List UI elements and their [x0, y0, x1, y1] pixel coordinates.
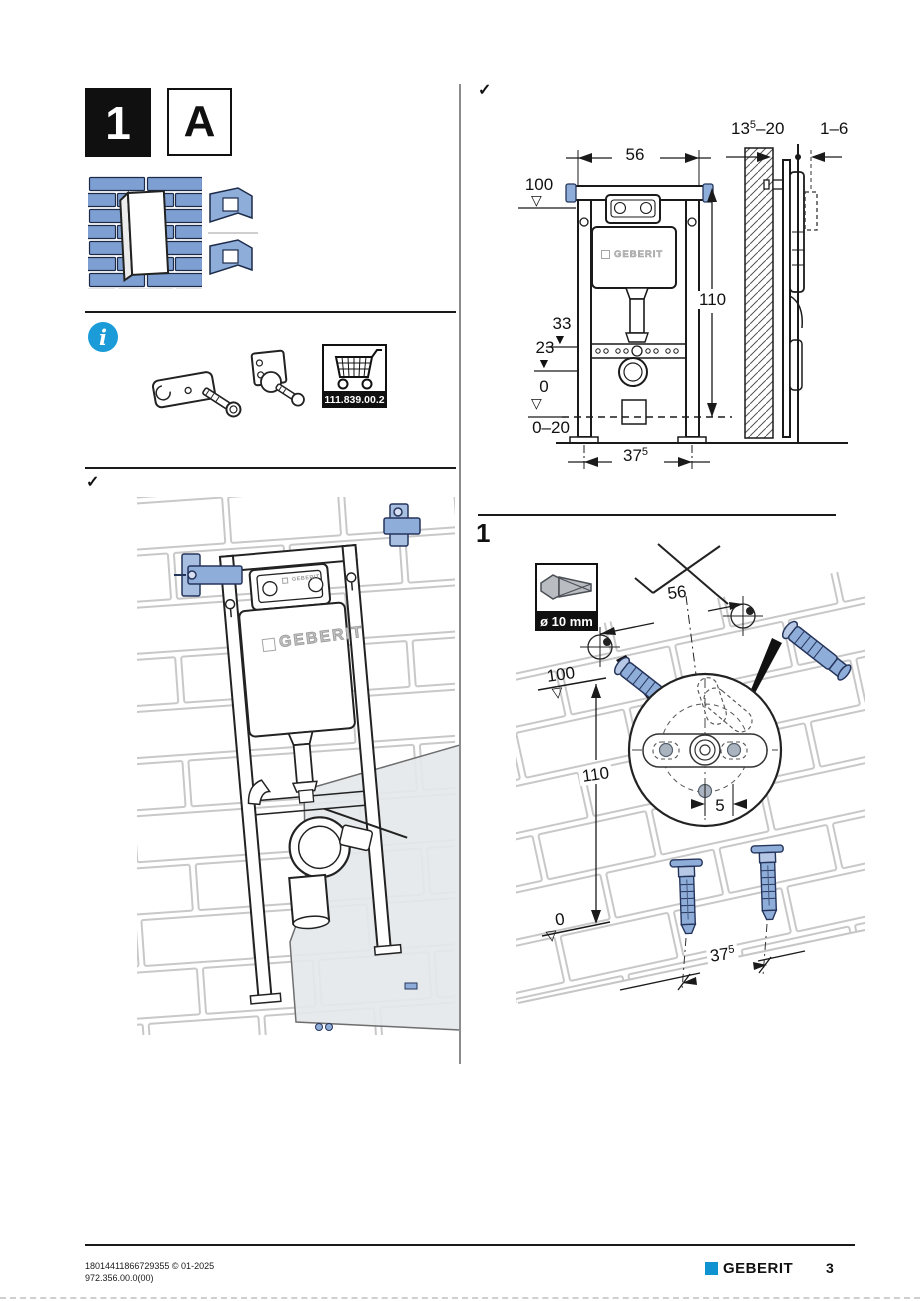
wall-panel	[119, 190, 170, 283]
level-marker-open-2: ▽	[531, 395, 542, 411]
footer-doc-line: 18014411866729355 © 01-2025	[85, 1261, 215, 1271]
wall-bracket-icon	[151, 371, 242, 418]
dim-height: 110	[696, 291, 730, 309]
fixing-plate-top	[209, 187, 253, 224]
part-number: 111.839.00.2	[324, 393, 385, 406]
dim-row2: 23	[535, 338, 555, 357]
level-marker-open-3: ▽	[550, 683, 564, 701]
foot-anchor-dots	[315, 982, 418, 1031]
variant-letter: A	[183, 97, 216, 146]
page-cut-line	[0, 1297, 920, 1299]
footer-code-line: 972.356.00.0(00)	[85, 1273, 154, 1284]
info-icon: i	[88, 322, 118, 352]
dimension-drawing	[518, 144, 848, 472]
wall-bracket-left-installed	[174, 553, 243, 597]
dim-wall-distance: 135–20	[731, 119, 785, 138]
dim-level-top: 100	[524, 175, 554, 194]
column-divider	[459, 84, 461, 1064]
dim-zero: 0	[539, 377, 549, 396]
dim-s1-offset: 5	[715, 796, 725, 815]
footer-doc-id: 18014411866729355 © 01-2025 972.356.00.0…	[85, 1260, 214, 1284]
step-heading: 1	[476, 518, 491, 548]
check-right: ✓	[478, 82, 492, 99]
variant-badge: A	[167, 88, 232, 156]
dim-floor-range: 0–20	[532, 418, 570, 437]
installation-frame	[218, 543, 408, 1005]
wall-plug-right	[750, 844, 784, 921]
step-number: 1	[105, 96, 131, 149]
step-number-badge: 1	[85, 88, 151, 157]
cart-icon	[334, 349, 382, 390]
part-number-label: 111.839.00.2	[322, 391, 387, 408]
wall-type-illustration	[88, 176, 258, 289]
geberit-logo-text: GEBERIT	[723, 1260, 794, 1277]
drill-bit-icon	[540, 574, 592, 600]
divider-left-1	[85, 311, 456, 313]
level-marker-open-4: ▽	[544, 926, 558, 944]
dim-row1: 33	[552, 314, 572, 333]
level-marker-filled-1: ▼	[553, 331, 567, 347]
wall-plug-left	[669, 858, 703, 935]
drilling-illustration	[516, 543, 866, 1004]
drill-diameter-label: ø 10 mm	[535, 611, 598, 631]
check-left: ✓	[86, 474, 100, 491]
angle-bracket-icon	[250, 349, 305, 407]
level-marker-open-1: ▽	[531, 192, 542, 208]
level-marker-filled-2: ▼	[537, 355, 551, 371]
page-number: 3	[826, 1260, 834, 1276]
cart-box	[322, 344, 387, 393]
magnifier-detail	[627, 672, 783, 828]
anchor-bolt-right	[781, 620, 852, 681]
footer-rule	[85, 1244, 855, 1246]
drill-target-right	[723, 596, 763, 636]
wall-bracket-right-installed	[383, 503, 421, 547]
divider-left-2	[85, 467, 456, 469]
fixing-plate-bottom	[209, 239, 253, 276]
dim-width: 56	[625, 145, 645, 164]
geberit-logo-square	[705, 1262, 718, 1275]
x-mark	[634, 543, 729, 605]
cistern-brand-front-view: GEBERIT	[601, 249, 663, 260]
dim-panel-range: 1–6	[820, 119, 849, 138]
divider-right	[478, 514, 836, 516]
dim-feet-spacing: 375	[620, 446, 652, 465]
frame-on-wall-illustration	[137, 497, 460, 1035]
geberit-logo: GEBERIT	[705, 1260, 793, 1277]
